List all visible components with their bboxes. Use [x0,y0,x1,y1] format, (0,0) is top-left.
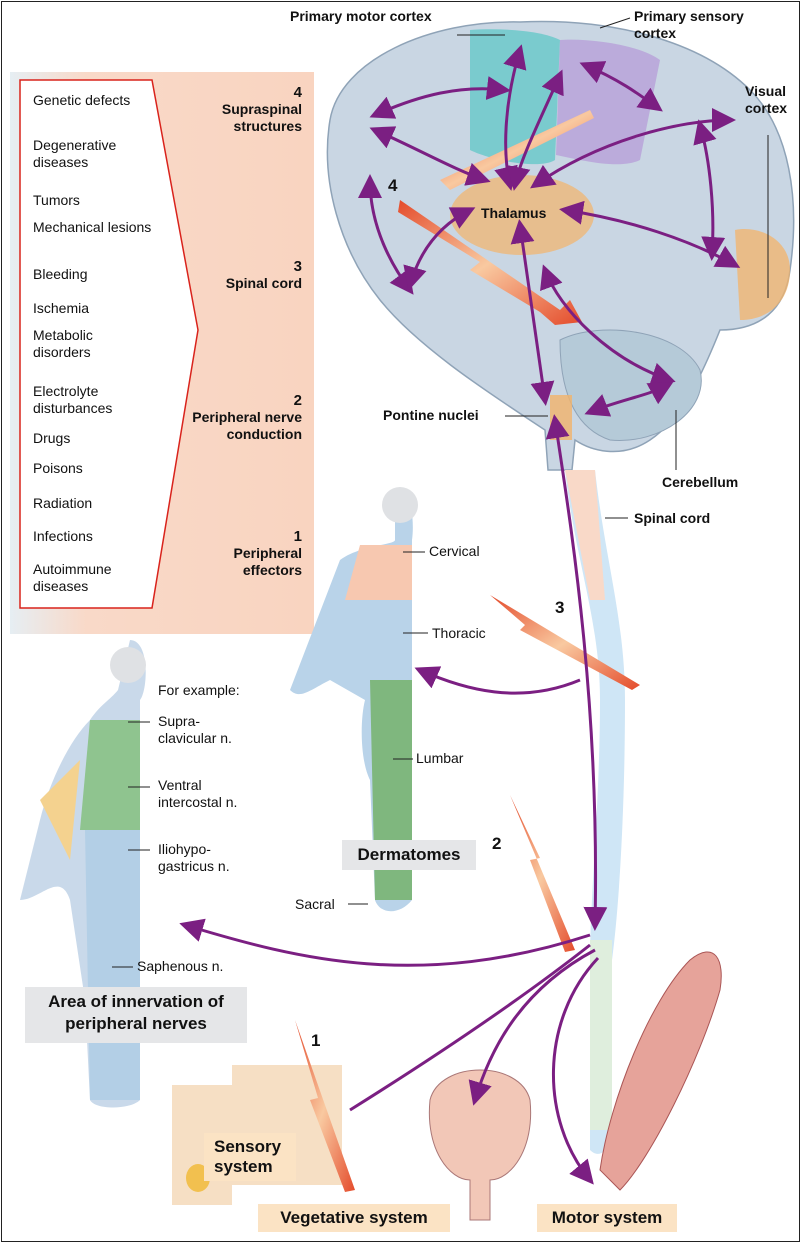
label-motor-cortex: Primary motor cortex [290,8,450,25]
label-lumbar: Lumbar [416,750,463,767]
brain-illustration [327,22,793,470]
label-thoracic: Thoracic [432,625,486,642]
cause-item: Degenerative diseases [33,137,153,171]
marker-1: 1 [311,1031,320,1051]
bladder-illustration [429,1070,530,1220]
level-1: 1 Peripheral effectors [190,528,302,579]
motor-cortex-region [470,29,560,164]
cause-item: Radiation [33,495,92,512]
motor-system-label: Motor system [537,1204,677,1232]
cause-item: Autoimmune diseases [33,561,153,595]
sensory-system-label: Sensory system [204,1133,296,1181]
label-visual-cortex: Visual cortex [745,83,795,117]
label-supraclavicular: Supra-clavicular n. [158,713,258,747]
label-cervical: Cervical [429,543,480,560]
label-spinal-cord: Spinal cord [634,510,710,527]
marker-3: 3 [555,598,564,618]
label-for-example: For example: [158,682,240,699]
label-thalamus: Thalamus [481,205,546,222]
cause-item: Infections [33,528,93,545]
label-cerebellum: Cerebellum [662,474,738,491]
cause-item: Bleeding [33,266,88,283]
cause-item: Poisons [33,460,83,477]
label-ventral-intercostal: Ventral intercostal n. [158,777,258,811]
marker-4: 4 [388,176,397,196]
muscle-illustration [600,952,721,1190]
label-saphenous: Saphenous n. [137,958,223,975]
marker-2: 2 [492,834,501,854]
cause-item: Mechanical lesions [33,219,151,236]
cause-item: Metabolic disorders [33,327,153,361]
level-2: 2 Peripheral nerve conduction [190,392,302,443]
dermatomes-title: Dermatomes [342,840,476,870]
cause-item: Genetic defects [33,92,130,109]
level-3: 3 Spinal cord [190,258,302,292]
label-iliohypogastricus: Iliohypo-gastricus n. [158,841,258,875]
vegetative-system-label: Vegetative system [258,1204,450,1232]
label-sensory-cortex: Primary sensory cortex [634,8,784,42]
pontine-region [550,395,572,440]
label-sacral: Sacral [295,896,335,913]
cause-item: Ischemia [33,300,89,317]
level-4: 4 Supraspinal structures [190,84,302,135]
cause-item: Drugs [33,430,70,447]
innervation-title: Area of innervation of peripheral nerves [25,987,247,1043]
cause-item: Electrolyte disturbances [33,383,153,417]
cause-item: Tumors [33,192,80,209]
label-pontine-nuclei: Pontine nuclei [383,407,479,424]
